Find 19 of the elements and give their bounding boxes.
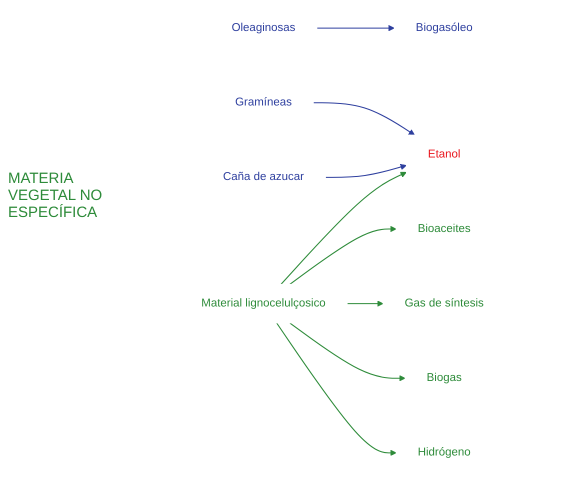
node-text: Material lignocelulçosico (202, 297, 326, 310)
arrow (317, 24, 396, 32)
node-text: Oleaginosas (232, 22, 296, 34)
arrow (290, 226, 397, 285)
arrow (290, 322, 406, 382)
group-heading: MATERIA VEGETAL NO ESPECÍFICA (8, 170, 104, 221)
arrow (314, 102, 416, 136)
node-text: Etanol (428, 148, 461, 160)
node-text: Caña de azucar (223, 170, 304, 184)
node-text: Gramíneas (236, 96, 292, 108)
node-text: Biogas (427, 372, 462, 384)
arrow (326, 164, 408, 178)
node-text: Hidrógeno (418, 446, 472, 459)
node-text: Gas de síntesis (405, 297, 484, 310)
arrow (276, 322, 397, 456)
node-text: Biogasóleo (416, 22, 474, 34)
arrow (348, 300, 384, 307)
arrow (281, 172, 408, 285)
node-text: Bioaceites (418, 222, 472, 235)
